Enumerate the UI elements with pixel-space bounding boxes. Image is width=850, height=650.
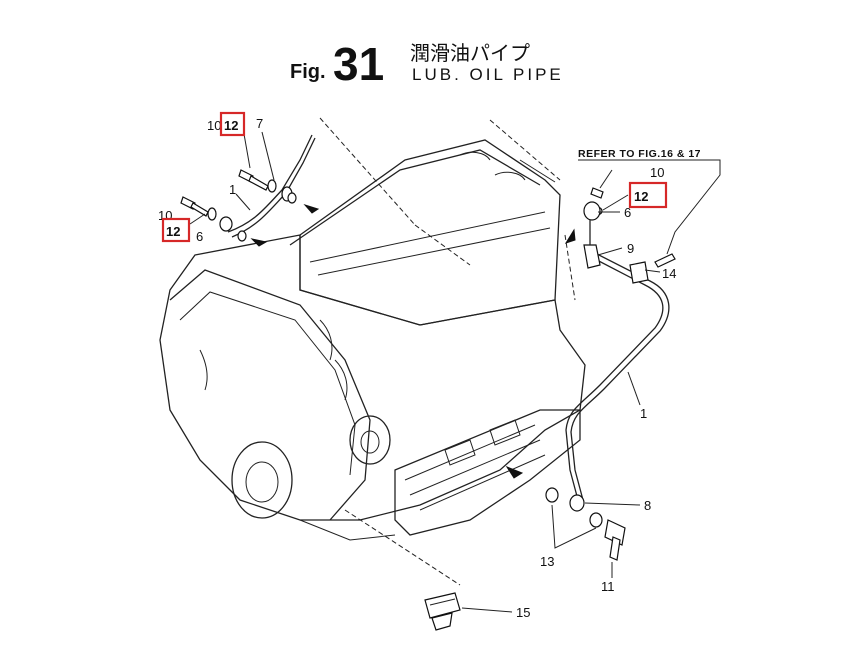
- highlight-box-right: [628, 181, 668, 209]
- callout-10-right: 10: [650, 165, 664, 180]
- figure-header: Fig. 31 潤滑油パイプ LUB. OIL PIPE: [290, 38, 564, 90]
- fitting-9: [583, 244, 601, 269]
- callout-labels: 10 12 7 1 10 12 6 10 12 6 9 14 1 8 13 11…: [158, 116, 676, 620]
- leader-lines: [319, 117, 576, 586]
- callout-10-top: 10: [207, 118, 221, 133]
- callout-13: 13: [540, 554, 554, 569]
- arrow-bottom: [505, 465, 524, 479]
- callout-lines: [189, 131, 721, 613]
- banjo-bolt-11: [604, 519, 626, 561]
- banjo-bolt-upper: [238, 169, 269, 191]
- washer-13a: [545, 487, 559, 503]
- callout-12-right: 12: [634, 189, 648, 204]
- callout-6-left: 6: [196, 229, 203, 244]
- callout-8: 8: [644, 498, 651, 513]
- bolt-14: [654, 253, 676, 268]
- banjo-bolt-lower: [180, 196, 209, 217]
- callout-7: 7: [256, 116, 263, 131]
- callout-1-pipe: 1: [640, 406, 647, 421]
- washer-13b: [589, 512, 603, 528]
- refer-note: REFER TO FIG.16 & 17: [578, 148, 701, 160]
- oil-pipe-main: [565, 257, 664, 501]
- highlight-box-top: [219, 111, 246, 137]
- callout-11: 11: [601, 579, 615, 594]
- right-pipe-assembly: [505, 187, 676, 561]
- oil-pressure-switch: [424, 592, 461, 631]
- callout-6-right: 6: [624, 205, 631, 220]
- upper-left-fittings: [180, 134, 320, 247]
- clamp-14: [629, 261, 649, 284]
- callout-9: 9: [627, 241, 634, 256]
- callout-10-mid: 10: [158, 208, 172, 223]
- highlight-box-mid: [161, 217, 191, 243]
- arrow-upper: [303, 204, 320, 214]
- title-japanese: 潤滑油パイプ: [410, 42, 530, 65]
- callout-12-mid: 12: [166, 224, 180, 239]
- highlight-boxes: [161, 111, 668, 243]
- engine-block: [159, 139, 586, 541]
- callout-12-top: 12: [224, 118, 238, 133]
- arrow-lower: [250, 238, 268, 247]
- banjo-eye-right: [583, 201, 601, 221]
- oil-pipe-upper: [227, 134, 313, 233]
- title-english: LUB. OIL PIPE: [412, 65, 564, 84]
- fig-number: 31: [333, 38, 384, 90]
- callout-14: 14: [662, 266, 676, 281]
- washer-7: [267, 179, 277, 193]
- fig-prefix: Fig.: [290, 61, 326, 83]
- callout-1-top: 1: [229, 182, 236, 197]
- banjo-eye-bottom: [569, 494, 585, 512]
- callout-15: 15: [516, 605, 530, 620]
